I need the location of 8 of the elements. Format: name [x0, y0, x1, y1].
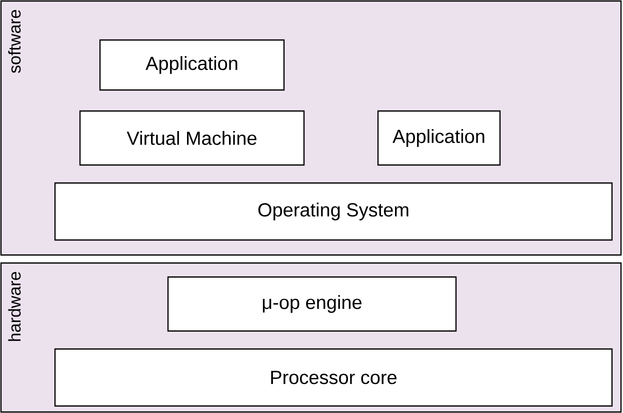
- layer-box: Processor core: [54, 348, 613, 407]
- layer-box: Application: [99, 39, 285, 91]
- section-label: software: [8, 10, 21, 73]
- layer-box: μ-op engine: [167, 276, 457, 332]
- layer-box: Operating System: [54, 182, 613, 241]
- layer-box: Virtual Machine: [79, 110, 305, 166]
- section-label: hardware: [8, 272, 21, 341]
- layer-box: Application: [377, 110, 501, 166]
